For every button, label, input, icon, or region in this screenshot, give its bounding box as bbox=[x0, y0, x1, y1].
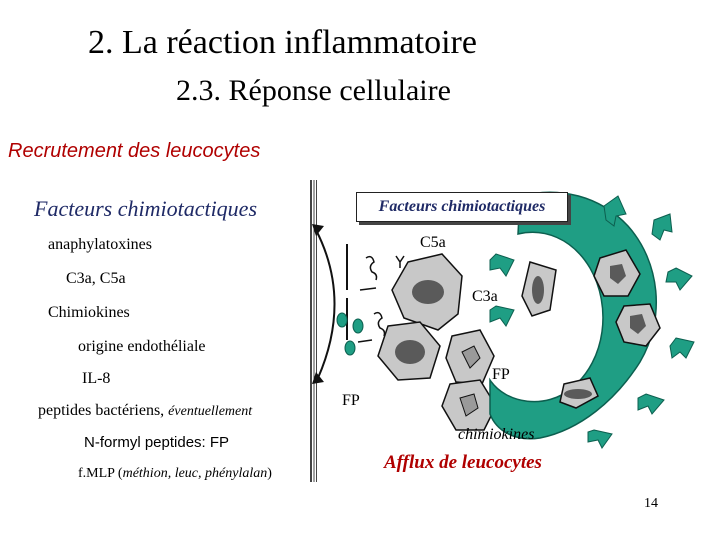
leukocyte-nucleus-2 bbox=[395, 340, 425, 364]
signal-tick-1 bbox=[359, 287, 377, 291]
eventuellement-label: éventuellement bbox=[168, 404, 253, 419]
label-fp-left: FP bbox=[342, 392, 360, 409]
label-c5a: C5a bbox=[420, 234, 446, 251]
page-number: 14 bbox=[644, 496, 658, 511]
vessel-endothelial-nucleus-2 bbox=[564, 389, 592, 399]
fmlp-label: f.MLP ( bbox=[78, 466, 123, 481]
membrane-bar-1 bbox=[346, 244, 348, 290]
diagram-caption: Afflux de leucocytes bbox=[384, 452, 542, 473]
diagram-box-label: Facteurs chimiotactiques bbox=[356, 192, 568, 222]
item-fmlp: f.MLP (méthion, leuc, phénylalan) bbox=[78, 466, 272, 482]
flow-arrow-3 bbox=[665, 267, 693, 291]
leukocyte-nucleus-4 bbox=[459, 393, 479, 417]
gradient-arrowhead-bottom bbox=[312, 372, 324, 384]
chemokine-particle-2 bbox=[352, 318, 364, 334]
divider-line-3 bbox=[316, 180, 317, 482]
leukocyte-nucleus-3 bbox=[461, 345, 481, 369]
gradient-arrowhead bbox=[312, 224, 324, 236]
flow-arrow-8 bbox=[489, 305, 515, 327]
item-peptides-bacteriens: peptides bactériens, éventuellement bbox=[38, 402, 252, 420]
slide-title: 2. La réaction inflammatoire bbox=[88, 24, 477, 61]
label-chimiokines: chimiokines bbox=[458, 426, 535, 443]
gradient-arrow bbox=[315, 229, 336, 379]
vessel-endothelial-nucleus-1 bbox=[532, 276, 544, 304]
left-panel-heading: Facteurs chimiotactiques bbox=[34, 196, 258, 221]
item-n-formyl: N-formyl peptides: FP bbox=[84, 434, 230, 451]
chemokine-particle-3 bbox=[344, 340, 356, 356]
flow-arrow-5 bbox=[637, 393, 665, 415]
signal-tick-2 bbox=[357, 339, 373, 343]
section-heading: Recrutement des leucocytes bbox=[8, 140, 261, 162]
label-fp-right: FP bbox=[492, 366, 510, 383]
divider-line-2 bbox=[313, 180, 315, 482]
flow-arrow-7 bbox=[489, 253, 515, 277]
slide-subtitle: 2.3. Réponse cellulaire bbox=[176, 74, 451, 107]
flow-arrow-1 bbox=[603, 195, 627, 227]
leukocyte-nucleus-1 bbox=[412, 280, 444, 304]
item-il8: IL-8 bbox=[82, 370, 111, 387]
fmlp-detail: méthion, leuc, phénylalan bbox=[122, 466, 268, 481]
chemokine-particle-1 bbox=[336, 312, 348, 328]
item-c3a-c5a: C3a, C5a bbox=[66, 270, 126, 287]
item-chimiokines: Chimiokines bbox=[48, 304, 130, 321]
nucleus-scribble-1 bbox=[365, 255, 378, 281]
vessel-leukocyte-nucleus-2 bbox=[630, 314, 646, 334]
peptides-label: peptides bactériens, bbox=[38, 402, 165, 419]
item-anaphylatoxines: anaphylatoxines bbox=[48, 236, 152, 253]
fmlp-close: ) bbox=[267, 466, 272, 481]
nucleus-scribble-2 bbox=[373, 311, 386, 337]
flow-arrow-6 bbox=[587, 429, 613, 449]
item-origine-endotheliale: origine endothéliale bbox=[78, 338, 206, 355]
label-c3a: C3a bbox=[472, 288, 498, 305]
flow-arrow-4 bbox=[669, 337, 695, 359]
vessel-leukocyte-nucleus-1 bbox=[610, 264, 626, 284]
flow-arrow-2 bbox=[651, 213, 673, 241]
divider-line-1 bbox=[310, 180, 312, 482]
receptor-y-1 bbox=[395, 255, 405, 268]
